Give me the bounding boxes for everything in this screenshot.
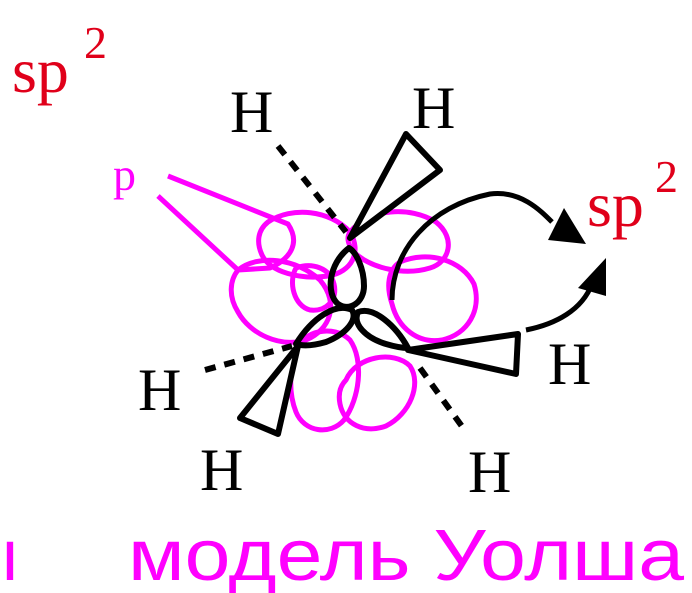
h-label-top-left: H	[230, 79, 273, 145]
h-label-left: H	[138, 357, 181, 423]
p-orbital-lobe	[156, 173, 296, 273]
arrow-curve-bottom	[525, 283, 595, 333]
h-label-bottom-left: H	[200, 437, 243, 503]
orbital-lobe-bottom-right	[336, 354, 418, 432]
sp2-label-right-sup: 2	[655, 151, 678, 202]
caption-text: модель Уолша	[128, 516, 685, 593]
caption-prefix: ı	[0, 516, 20, 593]
h-label-right: H	[548, 331, 591, 397]
sp2-label-top-left-sup: 2	[84, 17, 107, 68]
cc-bond-top	[327, 245, 367, 310]
wedge-bond-bottom-left	[237, 343, 301, 437]
sp2-label-top-left: sp 2	[12, 17, 107, 106]
sp2-label-top-left-base: sp	[12, 35, 69, 106]
wedge-bond-top-right	[347, 131, 443, 241]
dash-bond-bottom-right	[417, 366, 469, 434]
orbital-lobe-right	[386, 254, 479, 344]
arrow-curve-top	[389, 191, 554, 301]
cc-bond-right	[353, 307, 411, 351]
orbital-lobe-center	[290, 263, 338, 313]
p-orbital-label: p	[113, 149, 136, 200]
sp2-label-right-base: sp	[587, 169, 644, 240]
dash-bond-left	[204, 343, 293, 373]
h-label-top-right: H	[412, 75, 455, 141]
cc-bond-lobes	[293, 245, 411, 351]
wedge-bond-right	[405, 331, 521, 377]
arrow-to-sp2-bottom	[525, 258, 606, 333]
orbital-lobes	[156, 173, 479, 433]
arrow-head-top	[548, 208, 586, 244]
sp2-label-right: sp 2	[587, 151, 678, 240]
arrow-to-sp2-top	[389, 191, 586, 301]
arrow-head-bottom	[578, 258, 606, 296]
h-label-bottom-right: H	[468, 439, 511, 505]
cc-bond-left	[293, 305, 357, 349]
orbital-lobe-bottom-left	[288, 328, 362, 433]
